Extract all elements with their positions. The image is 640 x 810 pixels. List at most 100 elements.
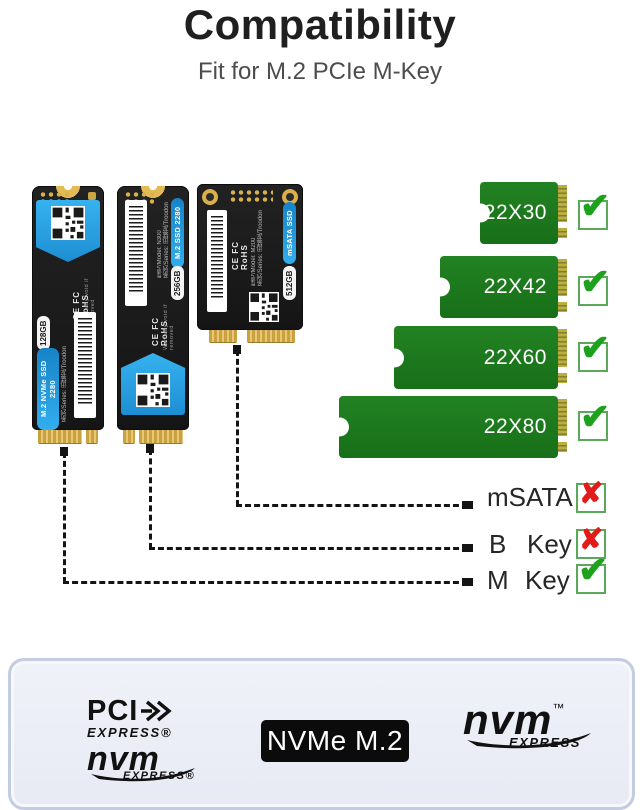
edge-connector-icon: [38, 430, 82, 443]
connector-line-b-key: [149, 547, 468, 550]
board-notch-icon: [385, 348, 404, 367]
cross-icon: ✘: [579, 478, 604, 510]
form-factor-22x30: 22X30: [471, 182, 567, 244]
key-type-msata: mSATA: [487, 482, 573, 513]
nvm-express-text: EXPRESS®: [123, 770, 196, 782]
key-type-label: B: [489, 529, 507, 559]
connector-line-m-key: [63, 581, 468, 584]
product-name-badge: mSATA SSD: [283, 202, 296, 264]
msata-ssd-photo: CE FC RoHS 型号/Model: M200 系列/Series: 迅猛龙…: [197, 184, 303, 342]
product-name-badge: M.2 NVMe SSD 2280: [37, 348, 59, 430]
nvme-m2-badge: NVMe M.2: [261, 720, 409, 762]
key-type-label: mSATA: [487, 482, 573, 512]
edge-connector-icon: [558, 302, 567, 312]
form-factor-22x80: 22X80: [330, 396, 567, 458]
logo-bar: PCI EXPRESS® nvm EXPRESS® NVMe M.2 nvm™ …: [8, 658, 635, 810]
capacity-badge: 512GB: [283, 266, 296, 300]
cert-marks-text: CE FC RoHS: [231, 241, 249, 270]
edge-connector-icon: [247, 330, 295, 342]
edge-connector-icon: [139, 430, 183, 443]
line-start-marker: [146, 444, 154, 453]
nvm-logo-text: nvm: [463, 696, 553, 743]
key-type-b-key: B Key: [489, 529, 572, 560]
status-checkbox-b-key: ✘: [576, 524, 606, 559]
nvm-express-logo: nvm™ EXPRESS: [463, 699, 595, 750]
line-start-marker: [233, 345, 241, 354]
form-factor-label: 22X42: [483, 275, 547, 298]
check-icon: ✔: [580, 396, 611, 437]
page-title: Compatibility: [183, 1, 457, 48]
nvm-express-text: EXPRESS: [509, 735, 581, 750]
qr-code-icon: [249, 292, 279, 322]
key-type-word: Key: [527, 529, 572, 559]
edge-connector-icon: [558, 259, 567, 297]
edge-connector-icon: [558, 185, 567, 223]
status-checkbox-m-key: ✔: [576, 552, 608, 594]
key-type-m-key: M Key: [487, 565, 570, 596]
series-text: 系列/Series: 迅猛龙/Troodon: [164, 202, 170, 278]
line-end-marker: [462, 578, 473, 586]
status-checkbox-22x42: ✔: [578, 264, 610, 306]
edge-connector-icon: [558, 442, 567, 452]
connector-line-msata: [236, 504, 468, 507]
board-notch-icon: [431, 277, 450, 297]
edge-connector-icon: [558, 329, 567, 367]
pci-express-nvm-logo: PCI EXPRESS® nvm EXPRESS®: [87, 697, 199, 782]
model-series-text: 型号/Model: N300 系列/Series: 迅猛龙/Troodon: [157, 202, 171, 278]
board-notch-icon: [330, 417, 349, 437]
connector-line-msata: [236, 350, 239, 506]
label-panel: [121, 353, 185, 415]
trademark-symbol: ™: [552, 701, 565, 715]
mount-pads-icon: [229, 189, 273, 203]
series-text: 系列/Series: 迅猛龙/Troodon: [62, 346, 68, 422]
check-icon: ✔: [580, 261, 611, 302]
m2-ssd-photo: M.2 SSD 2280 256GB 型号/Model: N300 系列/Ser…: [117, 186, 189, 443]
status-checkbox-msata: ✘: [576, 478, 606, 513]
swoosh-icon: [467, 733, 591, 749]
warranty-text: Warranty void if removed: [163, 303, 175, 350]
check-icon: ✔: [580, 327, 611, 368]
series-text: 系列/Series: 迅猛龙/Troodon: [258, 210, 264, 286]
barcode-label: [74, 312, 96, 418]
model-text: 型号/Model: M200: [251, 237, 257, 286]
edge-connector-icon: [123, 430, 135, 443]
m2-nvme-ssd-photo: CE FC RoHS Warranty void if removed 型号/M…: [32, 186, 104, 443]
model-series-text: 型号/Model: M200 系列/Series: 迅猛龙/Troodon: [251, 210, 265, 286]
cross-icon: ✘: [579, 524, 604, 556]
status-checkbox-22x60: ✔: [578, 330, 610, 372]
line-start-marker: [60, 447, 68, 456]
key-type-label: M: [487, 565, 509, 595]
barcode-icon: [211, 216, 223, 300]
pci-express-text: EXPRESS®: [87, 725, 173, 740]
qr-code-icon: [51, 206, 85, 240]
label-panel: [36, 200, 100, 262]
barcode-label: [207, 210, 227, 312]
nvm-logo-text: nvm: [87, 740, 160, 778]
connector-line-b-key: [149, 449, 152, 549]
barcode-label: [125, 200, 147, 306]
edge-connector-icon: [86, 430, 98, 443]
check-icon: ✔: [580, 185, 611, 226]
model-text: 型号/Model: N300: [157, 230, 163, 278]
check-icon: ✔: [578, 549, 609, 590]
edge-connector-icon: [209, 330, 237, 342]
qr-code-icon: [136, 373, 170, 407]
form-factor-22x42: 22X42: [431, 256, 567, 318]
form-factor-label: 22X30: [483, 201, 547, 224]
board-notch-icon: [471, 203, 490, 223]
page-subtitle: Fit for M.2 PCIe M-Key: [197, 58, 443, 85]
pci-logo-text: PCI: [87, 695, 139, 727]
barcode-icon: [129, 206, 143, 294]
line-end-marker: [462, 501, 473, 509]
key-type-word: Key: [525, 565, 570, 595]
screw-hole-icon: [202, 189, 218, 205]
line-end-marker: [462, 544, 473, 552]
swoosh-icon: [91, 768, 195, 782]
edge-connector-icon: [558, 228, 567, 238]
status-checkbox-22x80: ✔: [578, 399, 610, 441]
pci-arrow-icon: [141, 700, 173, 722]
form-factor-22x60: 22X60: [385, 326, 567, 389]
chip-icon: [88, 192, 96, 200]
status-checkbox-22x30: ✔: [578, 188, 610, 230]
product-name-badge: M.2 SSD 2280: [171, 198, 184, 268]
